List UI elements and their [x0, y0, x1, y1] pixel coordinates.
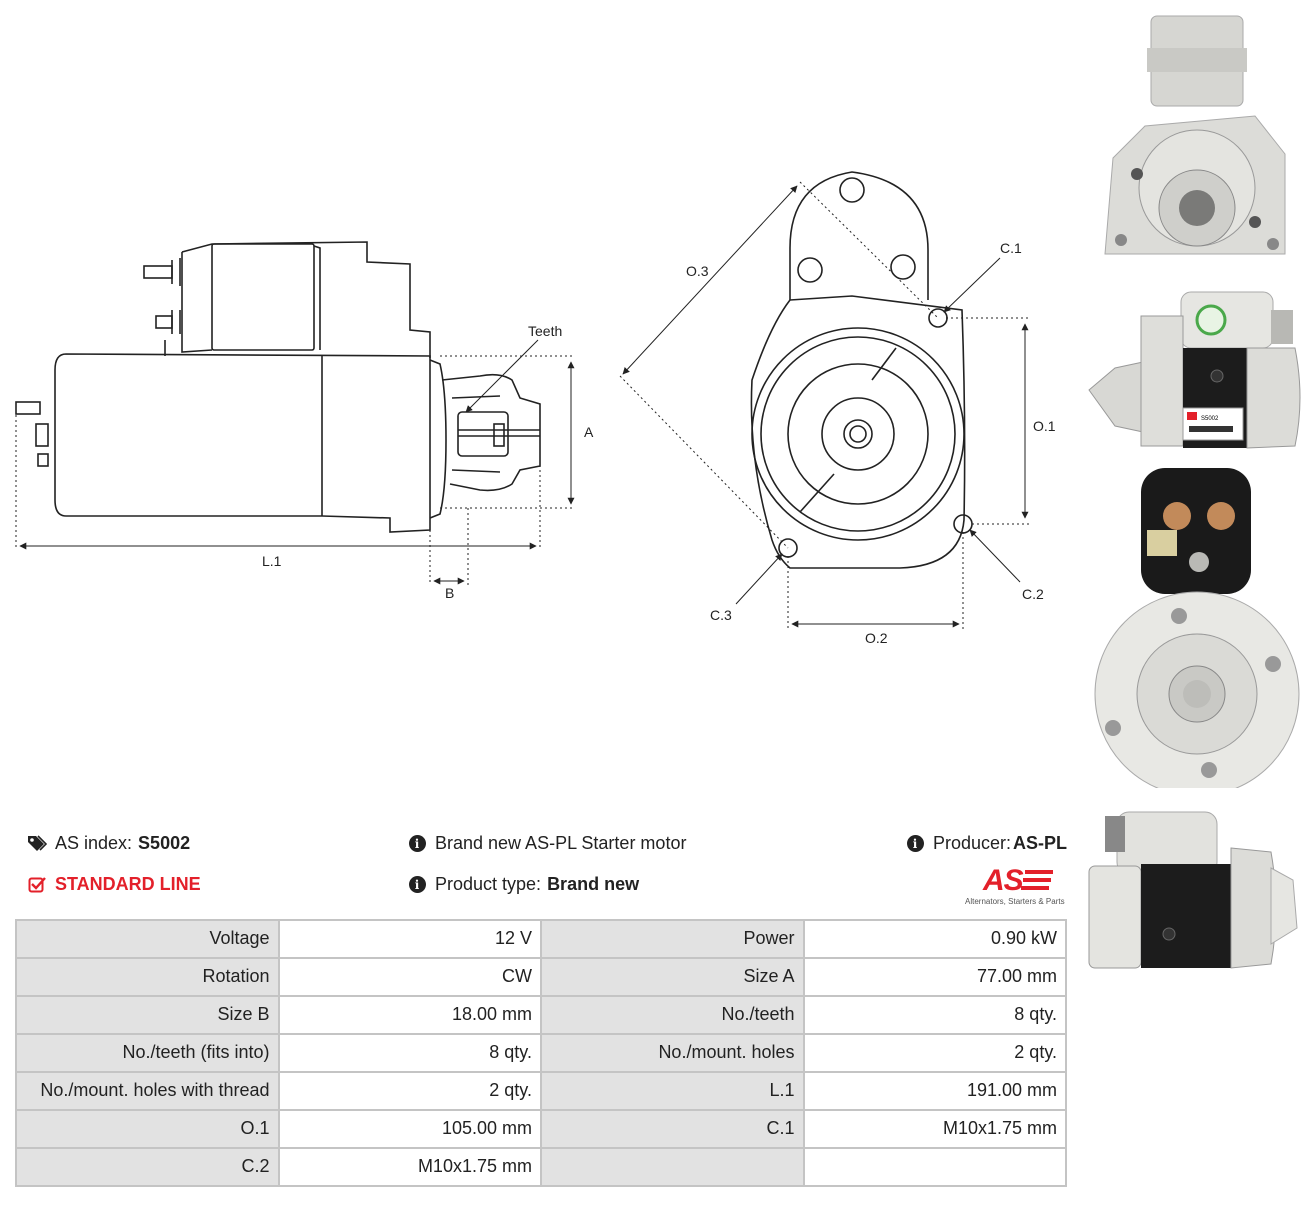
spec-value: 2 qty. — [804, 1035, 1065, 1071]
info-icon: i — [407, 875, 427, 895]
spec-label: Power — [541, 921, 803, 957]
info-icon: i — [905, 834, 925, 854]
spec-value: 8 qty. — [804, 997, 1065, 1033]
dim-o3-label: O.3 — [686, 263, 709, 279]
standard-line-label: STANDARD LINE — [55, 874, 201, 894]
logo-tagline: Alternators, Starters & Parts — [965, 897, 1065, 906]
spec-label: Size B — [17, 997, 278, 1033]
dim-o2-label: O.2 — [865, 630, 888, 646]
starter-side-photo-icon — [1088, 811, 1298, 969]
dim-l1-label: L.1 — [262, 553, 282, 569]
producer-row: i Producer: AS-PL — [905, 833, 1067, 854]
spec-value: 2 qty. — [279, 1073, 540, 1109]
spec-value: 77.00 mm — [804, 959, 1065, 995]
spec-label: L.1 — [541, 1073, 803, 1109]
description-text: Brand new AS-PL Starter motor — [435, 833, 687, 853]
spec-label: C.1 — [541, 1111, 803, 1147]
dim-b-label: B — [445, 585, 454, 601]
spec-value — [804, 1149, 1065, 1185]
product-photos: S5002 — [1085, 8, 1310, 978]
spec-label: O.1 — [17, 1111, 278, 1147]
spec-label: Size A — [541, 959, 803, 995]
starter-side-label-photo-icon: S5002 — [1088, 291, 1301, 449]
dim-c2-label: C.2 — [1022, 586, 1044, 602]
producer-label: Producer: — [933, 833, 1012, 853]
spec-label: No./mount. holes — [541, 1035, 803, 1071]
tags-icon — [27, 834, 47, 854]
logo-brand: AS — [983, 864, 1024, 897]
as-index-label: AS index: — [55, 833, 133, 853]
spec-label: No./teeth — [541, 997, 803, 1033]
spec-label: C.2 — [17, 1149, 278, 1185]
spec-label — [541, 1149, 803, 1185]
starter-front-photo-icon — [1104, 15, 1286, 255]
teeth-label: Teeth — [528, 323, 562, 339]
photo-label-text: S5002 — [1201, 416, 1219, 422]
spec-value: CW — [279, 959, 540, 995]
logo-stripes-icon — [1021, 870, 1053, 890]
spec-label: No./teeth (fits into) — [17, 1035, 278, 1071]
spec-value: 12 V — [279, 921, 540, 957]
standard-line-row: STANDARD LINE — [27, 874, 201, 895]
spec-value: 18.00 mm — [279, 997, 540, 1033]
product-type-row: i Product type: Brand new — [407, 874, 639, 895]
table-row: No./teeth (fits into)8 qty.No./mount. ho… — [17, 1035, 1065, 1071]
producer-value: AS-PL — [1013, 833, 1068, 853]
spec-value: M10x1.75 mm — [279, 1149, 540, 1185]
spec-value: 105.00 mm — [279, 1111, 540, 1147]
product-type-value: Brand new — [547, 874, 640, 894]
dim-a-label: A — [584, 424, 594, 440]
as-pl-logo: AS Alternators, Starters & Parts — [963, 864, 1068, 908]
spec-label: No./mount. holes with thread — [17, 1073, 278, 1109]
spec-label: Rotation — [17, 959, 278, 995]
dim-o1-label: O.1 — [1033, 418, 1056, 434]
technical-drawing: Teeth A L.1 B O.3 C.1 O.1 C.2 — [15, 171, 1056, 646]
as-index-value: S5002 — [138, 833, 191, 853]
info-icon: i — [407, 834, 427, 854]
spec-value: 0.90 kW — [804, 921, 1065, 957]
dim-c3-label: C.3 — [710, 607, 732, 623]
spec-value: M10x1.75 mm — [804, 1111, 1065, 1147]
starter-rear-photo-icon — [1094, 468, 1300, 788]
spec-value: 191.00 mm — [804, 1073, 1065, 1109]
checkbox-icon — [27, 875, 47, 895]
spec-value: 8 qty. — [279, 1035, 540, 1071]
as-index-row: AS index: S5002 — [27, 833, 190, 854]
product-type-label: Product type: — [435, 874, 542, 894]
description-row: i Brand new AS-PL Starter motor — [407, 833, 686, 854]
spec-label: Voltage — [17, 921, 278, 957]
dim-c1-label: C.1 — [1000, 240, 1022, 256]
